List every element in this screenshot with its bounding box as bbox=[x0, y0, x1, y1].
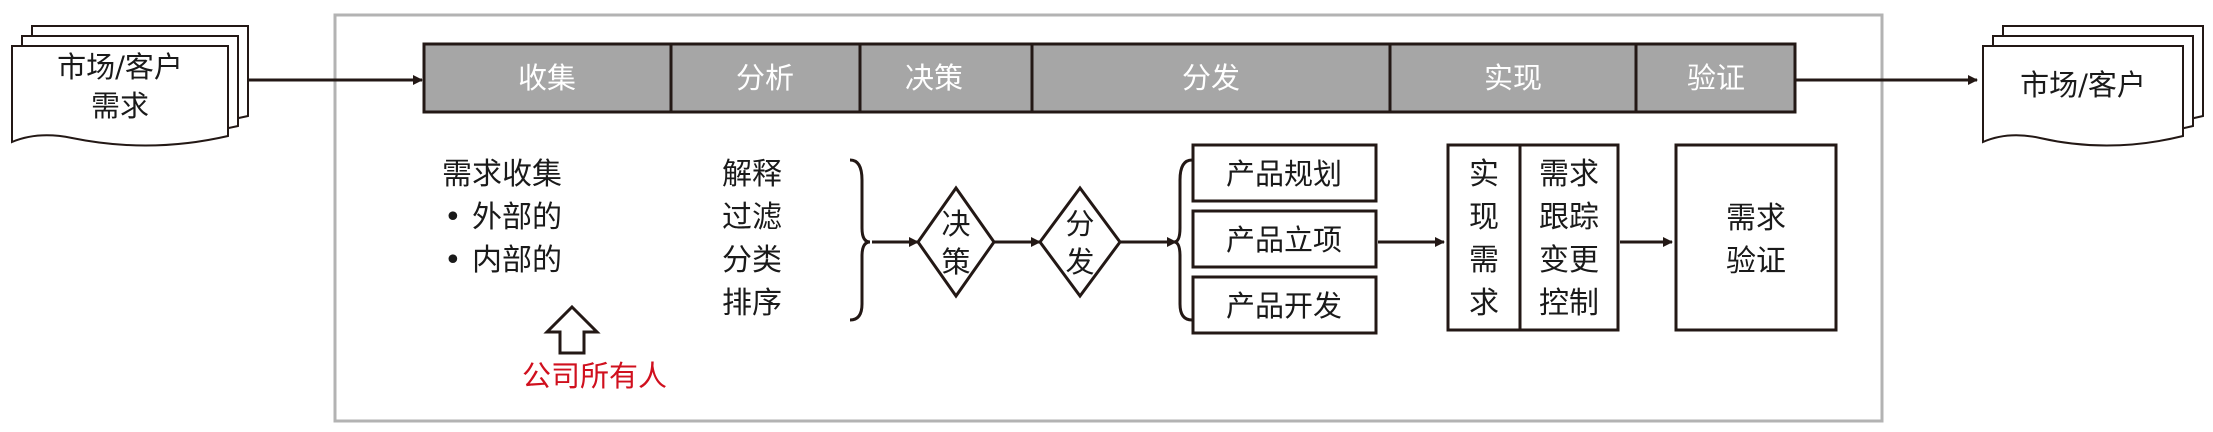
product-development-box bbox=[1191, 275, 1378, 335]
stage-decide: 决策 bbox=[905, 61, 963, 95]
realize-char-2: 现 bbox=[1469, 200, 1499, 235]
analyze-line1: 解释 bbox=[722, 157, 782, 192]
stage-bar-bg bbox=[422, 42, 1797, 114]
verify-line2: 验证 bbox=[1726, 244, 1786, 279]
stage-collect: 收集 bbox=[518, 61, 576, 95]
product-planning-box bbox=[1191, 143, 1378, 203]
product-planning-label: 产品规划 bbox=[1226, 157, 1342, 191]
collect-bullet-external: 外部的 bbox=[472, 200, 562, 235]
realize-char-3: 需 bbox=[1469, 243, 1499, 278]
owner-label: 公司所有人 bbox=[522, 359, 667, 393]
track-line3: 变更 bbox=[1539, 243, 1599, 278]
input-document-stack bbox=[11, 25, 249, 147]
collect-bullet-dot-2: • bbox=[444, 243, 462, 278]
owner-up-arrow bbox=[543, 304, 601, 355]
output-label: 市场/客户 bbox=[2020, 68, 2146, 102]
distribute-char-2: 发 bbox=[1065, 245, 1094, 279]
stage-realize: 实现 bbox=[1484, 61, 1542, 95]
product-initiation-box bbox=[1191, 209, 1378, 269]
decide-diamond bbox=[916, 185, 996, 299]
stage-verify: 验证 bbox=[1687, 61, 1745, 95]
output-document-stack bbox=[1982, 25, 2204, 147]
distribute-diamond bbox=[1038, 185, 1122, 299]
input-label-line1: 市场/客户 bbox=[57, 50, 183, 84]
process-frame bbox=[333, 13, 1884, 423]
decide-char-1: 决 bbox=[941, 207, 970, 241]
collect-bullet-internal: 内部的 bbox=[472, 243, 562, 278]
verify-line1: 需求 bbox=[1726, 201, 1786, 236]
verify-box bbox=[1674, 143, 1838, 332]
product-initiation-label: 产品立项 bbox=[1226, 223, 1342, 257]
track-line4: 控制 bbox=[1539, 286, 1599, 321]
track-line1: 需求 bbox=[1539, 157, 1599, 192]
track-line2: 跟踪 bbox=[1539, 200, 1599, 235]
analyze-line3: 分类 bbox=[722, 243, 782, 278]
collect-bullet-dot-1: • bbox=[444, 200, 462, 235]
distribute-char-1: 分 bbox=[1065, 207, 1094, 241]
analyze-line4: 排序 bbox=[722, 286, 782, 321]
input-label-line2: 需求 bbox=[91, 89, 149, 123]
product-development-label: 产品开发 bbox=[1226, 289, 1342, 323]
realize-track-box bbox=[1446, 143, 1620, 332]
stage-distribute: 分发 bbox=[1182, 61, 1240, 95]
decide-char-2: 策 bbox=[941, 245, 970, 279]
products-left-brace bbox=[1173, 158, 1193, 322]
stage-analyze: 分析 bbox=[736, 61, 794, 95]
realize-char-4: 求 bbox=[1469, 286, 1499, 321]
stage-bar bbox=[422, 42, 1797, 114]
analyze-line2: 过滤 bbox=[722, 200, 782, 235]
analyze-right-brace bbox=[849, 158, 871, 322]
realize-char-1: 实 bbox=[1469, 157, 1499, 192]
collect-title: 需求收集 bbox=[442, 157, 562, 192]
